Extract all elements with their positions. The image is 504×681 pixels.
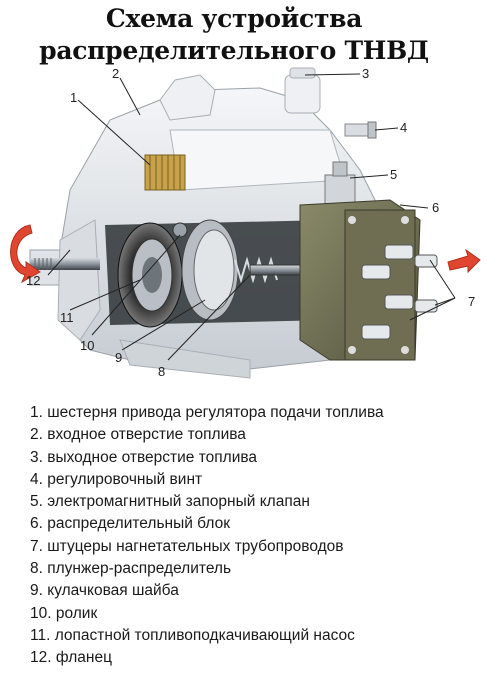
adjusting-screw: [344, 121, 377, 139]
diagram-title-line-1: Схема устройства: [105, 4, 363, 33]
solenoid-shutoff-valve: [324, 161, 356, 206]
legend-item: 9. кулачковая шайба: [30, 582, 179, 600]
legend-item: 12. фланец: [30, 649, 112, 667]
callout-2: 2: [112, 66, 119, 81]
legend-item: 10. ролик: [30, 604, 98, 622]
leader-lines: [47, 73, 456, 361]
delivery-fittings: [361, 244, 438, 340]
governor-drive-gear: [144, 154, 186, 191]
callout-11: 11: [60, 310, 74, 325]
legend-item: 2. входное отверстие топлива: [30, 426, 246, 444]
callout-1: 1: [70, 90, 77, 105]
legend-item: 7. штуцеры нагнетательных трубопроводов: [30, 537, 344, 555]
legend-item: 3. выходное отверстие топлива: [30, 448, 258, 466]
callout-9: 9: [115, 350, 122, 365]
callout-5: 5: [390, 167, 397, 182]
callout-7: 7: [468, 294, 475, 309]
legend-item: 4. регулировочный винт: [30, 470, 203, 488]
fuel-outlet-arrow-icon: [447, 248, 481, 274]
rotation-arrow-icon: [10, 224, 41, 284]
diagram-title-line-2: распределительного ТНВД: [39, 36, 429, 65]
distributor-block: [299, 199, 421, 361]
drive-shaft: [30, 258, 100, 270]
cam-disc: [181, 219, 239, 321]
callout-8: 8: [158, 364, 165, 379]
parts-legend: 1. шестерня привода регулятора подачи то…: [30, 402, 500, 670]
callout-6: 6: [432, 200, 439, 215]
callout-10: 10: [80, 338, 94, 353]
roller: [172, 222, 188, 238]
callout-4: 4: [400, 120, 407, 135]
callout-12: 12: [26, 273, 40, 288]
legend-item: 8. плунжер-распределитель: [30, 560, 232, 578]
legend-item: 1. шестерня привода регулятора подачи то…: [30, 404, 384, 421]
callout-3: 3: [362, 66, 369, 81]
pump-illustration: 1 2 3 4 5 6 7 8 9 10 11 12: [10, 66, 481, 379]
legend-item: 5. электромагнитный запорный клапан: [30, 493, 310, 511]
vane-feed-pump: [117, 222, 183, 328]
legend-item: 11. лопастной топливоподкачивающий насос: [30, 626, 355, 644]
legend-item: 6. распределительный блок: [30, 515, 230, 533]
